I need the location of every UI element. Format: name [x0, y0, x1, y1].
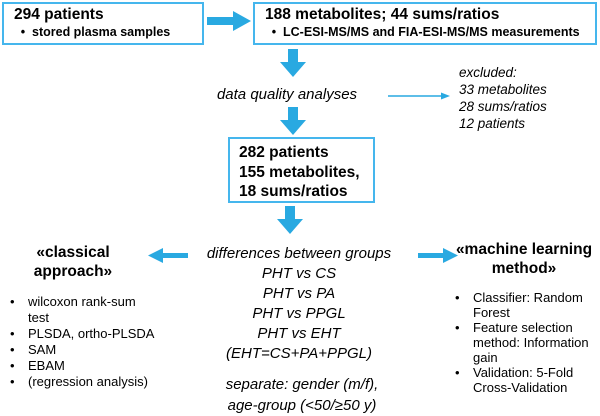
- bullet-icon: •: [10, 326, 15, 341]
- bullet-icon: •: [20, 25, 26, 39]
- arrow-right-icon: [207, 10, 251, 32]
- list-item-text: Classifier: Random Forest: [473, 290, 583, 320]
- stratification-line: age-group (<50/≥50 y): [227, 397, 377, 414]
- list-item: • Classifier: Random Forest: [451, 290, 597, 320]
- comparisons-block: differences between groups PHT vs CS PHT…: [169, 244, 429, 364]
- list-item-text: EBAM: [28, 358, 65, 373]
- list-item: • SAM: [6, 342, 176, 358]
- ml-heading-line: method»: [491, 260, 557, 277]
- arrow-down-icon: [280, 49, 306, 77]
- arrow-down-icon: [277, 206, 303, 234]
- bullet-icon: •: [271, 25, 277, 39]
- list-item-text: Feature selection method: Information ga…: [473, 320, 589, 365]
- list-item: • (regression analysis): [6, 374, 176, 390]
- stratification-note: separate: gender (m/f), age-group (<50/≥…: [172, 374, 432, 416]
- list-item: • wilcoxon rank-sum test: [6, 294, 176, 326]
- ml-heading: «machine learning method»: [453, 240, 595, 278]
- ml-heading-line: «machine learning: [455, 241, 593, 258]
- bullet-icon: •: [455, 320, 460, 335]
- excluded-block: excluded: 33 metabolites 28 sums/ratios …: [459, 64, 589, 132]
- patients-initial-bullet-text: stored plasma samples: [32, 25, 171, 39]
- comparison-line: PHT vs EHT: [257, 325, 341, 342]
- cohort-line: 155 metabolites,: [239, 163, 360, 181]
- metabolites-initial-box: 188 metabolites; 44 sums/ratios • LC-ESI…: [253, 2, 597, 45]
- ml-list: • Classifier: Random Forest • Feature se…: [451, 290, 597, 395]
- classical-heading: «classical approach»: [8, 243, 138, 281]
- comparison-line: PHT vs PA: [262, 285, 336, 302]
- arrow-right-icon: [418, 248, 458, 263]
- stratification-line: separate: gender (m/f),: [225, 376, 379, 393]
- excluded-line: 33 metabolites: [459, 82, 547, 97]
- list-item-text: wilcoxon rank-sum test: [28, 294, 136, 325]
- cohort-line: 18 sums/ratios: [239, 183, 348, 200]
- thin-arrow-right-icon: [388, 89, 450, 103]
- classical-heading-line: «classical: [36, 244, 110, 261]
- comparison-line: (EHT=CS+PA+PPGL): [225, 345, 373, 362]
- metabolites-initial-title: 188 metabolites; 44 sums/ratios: [265, 6, 500, 23]
- patients-initial-bullet-row: • stored plasma samples: [14, 25, 202, 40]
- excluded-line: 12 patients: [459, 116, 526, 131]
- excluded-line: 28 sums/ratios: [459, 99, 547, 114]
- excluded-line: excluded:: [459, 65, 517, 80]
- quality-step-label: data quality analyses: [216, 86, 358, 103]
- bullet-icon: •: [455, 290, 460, 305]
- patients-initial-box: 294 patients • stored plasma samples: [2, 2, 204, 45]
- cohort-final-box: 282 patients 155 metabolites, 18 sums/ra…: [228, 137, 375, 203]
- classical-heading-line: approach»: [33, 263, 113, 280]
- bullet-icon: •: [10, 294, 15, 309]
- list-item: • PLSDA, ortho-PLSDA: [6, 326, 176, 342]
- list-item-text: PLSDA, ortho-PLSDA: [28, 326, 155, 341]
- bullet-icon: •: [10, 374, 15, 389]
- bullet-icon: •: [10, 342, 15, 357]
- cohort-line: 282 patients: [239, 144, 329, 161]
- list-item-text: SAM: [28, 342, 57, 357]
- arrow-left-icon: [148, 248, 188, 263]
- comparisons-title: differences between groups: [206, 245, 392, 262]
- list-item: • Feature selection method: Information …: [451, 320, 597, 365]
- list-item-text: (regression analysis): [28, 374, 148, 389]
- arrow-down-icon: [280, 107, 306, 135]
- classical-list: • wilcoxon rank-sum test • PLSDA, ortho-…: [6, 294, 176, 390]
- list-item-text: Validation: 5-Fold Cross-Validation: [473, 365, 574, 395]
- metabolites-initial-bullet-row: • LC-ESI-MS/MS and FIA-ESI-MS/MS measure…: [265, 25, 595, 40]
- bullet-icon: •: [455, 365, 460, 380]
- comparison-line: PHT vs CS: [261, 265, 337, 282]
- bullet-icon: •: [10, 358, 15, 373]
- comparison-line: PHT vs PPGL: [252, 305, 346, 322]
- metabolites-initial-bullet-text: LC-ESI-MS/MS and FIA-ESI-MS/MS measureme…: [283, 25, 580, 39]
- list-item: • EBAM: [6, 358, 176, 374]
- list-item: • Validation: 5-Fold Cross-Validation: [451, 365, 597, 395]
- patients-initial-title: 294 patients: [14, 6, 104, 23]
